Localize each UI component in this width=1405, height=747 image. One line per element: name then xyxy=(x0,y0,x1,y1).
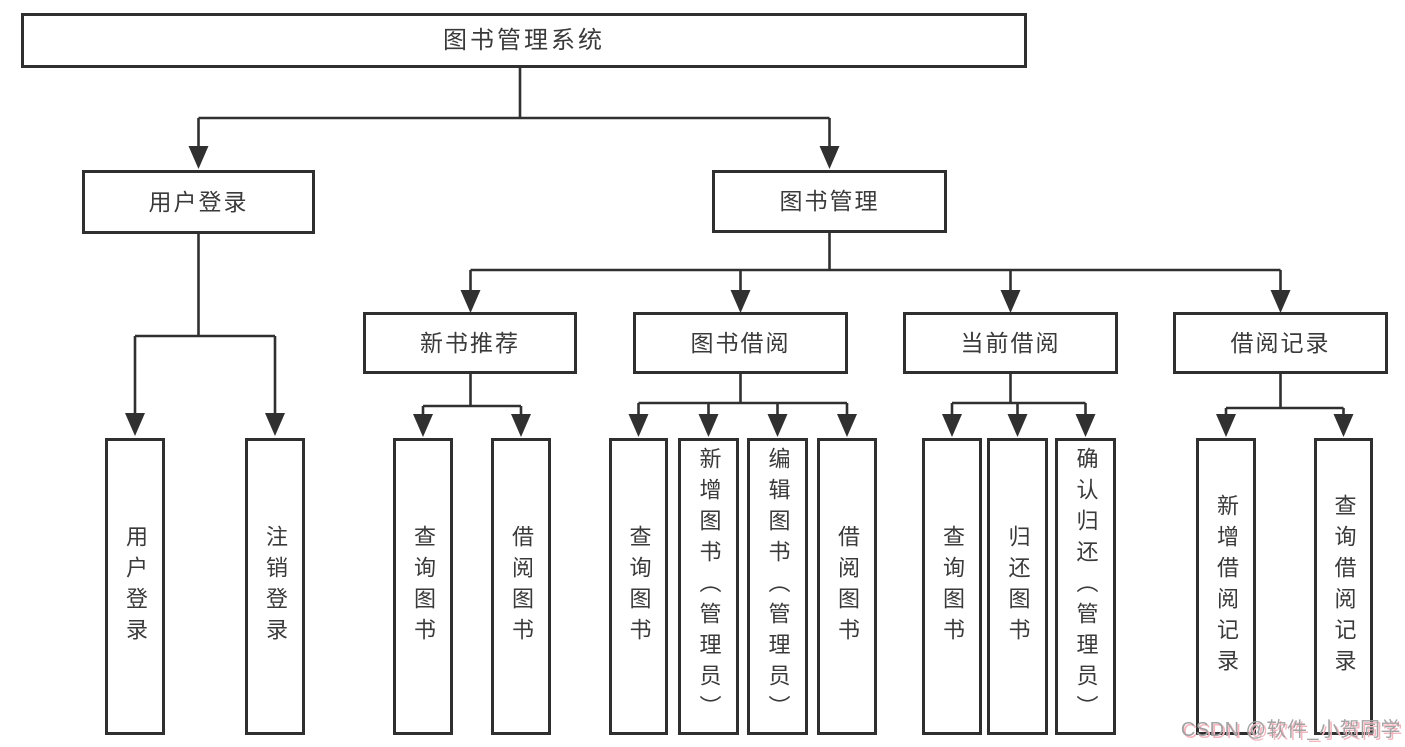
leaf-return-books: 归还图书 xyxy=(987,438,1048,735)
leaf-logout: 注销登录 xyxy=(245,438,305,735)
leaf-confirm-return-admin: 确认归还（管理员） xyxy=(1055,438,1116,735)
leaf-query-books-current: 查询图书 xyxy=(922,438,982,735)
leaf-query-books-recommend: 查询图书 xyxy=(393,438,453,735)
leaf-add-borrow-record: 新增借阅记录 xyxy=(1196,438,1256,735)
csdn-watermark: CSDN @软件_小贺同学 xyxy=(1180,719,1401,741)
node-book-management: 图书管理 xyxy=(712,170,947,233)
leaf-add-book-admin: 新增图书（管理员） xyxy=(678,438,739,735)
leaf-edit-book-admin: 编辑图书（管理员） xyxy=(747,438,808,735)
leaf-borrow-books-recommend: 借阅图书 xyxy=(491,438,551,735)
node-new-book-recommendation: 新书推荐 xyxy=(363,312,577,374)
node-book-borrowing: 图书借阅 xyxy=(633,312,848,374)
leaf-query-borrow-record: 查询借阅记录 xyxy=(1314,438,1373,735)
node-borrowing-records: 借阅记录 xyxy=(1173,312,1388,374)
node-current-borrowing: 当前借阅 xyxy=(903,312,1118,374)
leaf-user-login: 用户登录 xyxy=(105,438,165,735)
leaf-query-books-borrowing: 查询图书 xyxy=(609,438,668,735)
node-user-login: 用户登录 xyxy=(82,170,315,234)
node-library-management-system: 图书管理系统 xyxy=(21,13,1027,68)
leaf-borrow-books-borrowing: 借阅图书 xyxy=(817,438,877,735)
